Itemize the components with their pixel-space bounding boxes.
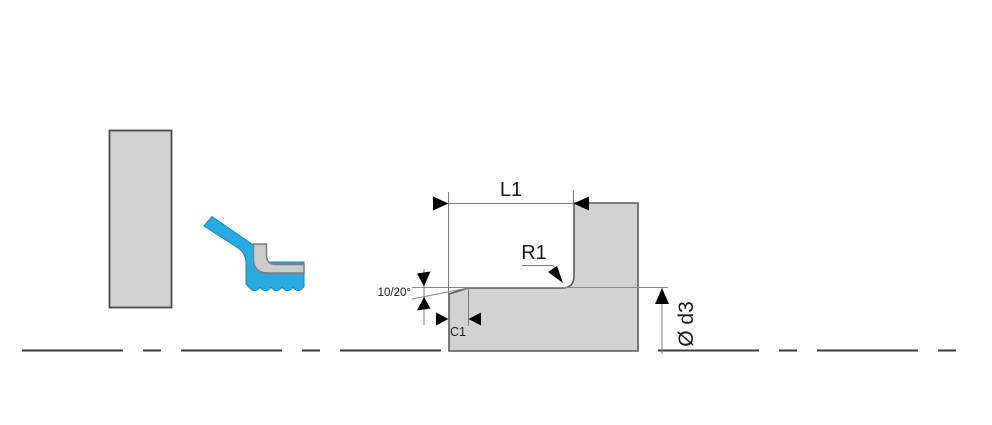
seal-cross-section xyxy=(203,215,305,292)
l1-label: L1 xyxy=(500,179,522,201)
angle-label: 10/20° xyxy=(378,287,411,299)
angle-arrowhead-upper xyxy=(417,271,431,287)
c1-arrowhead-right xyxy=(468,312,481,326)
angle-arrowhead-lower xyxy=(417,297,431,311)
dimension-d3: Ø d3 xyxy=(655,288,698,354)
l1-arrowhead-left xyxy=(433,196,449,211)
seal-metal-insert xyxy=(252,243,305,274)
dimension-angle: 10/20° xyxy=(378,269,469,325)
c1-label: C1 xyxy=(450,325,466,339)
chamfer-extension-line xyxy=(411,287,469,300)
c1-arrowhead-left xyxy=(436,312,449,326)
d3-arrowhead xyxy=(655,288,669,304)
dimension-c1: C1 xyxy=(436,288,481,339)
groove-profile xyxy=(448,202,639,352)
l1-arrowhead-right xyxy=(573,196,589,211)
dimension-r1: R1 xyxy=(521,242,563,283)
housing-block xyxy=(108,129,173,309)
r1-arrowhead xyxy=(548,266,563,283)
r1-leader-line xyxy=(522,265,558,271)
dimension-l1: L1 xyxy=(433,179,589,318)
r1-label: R1 xyxy=(521,242,547,264)
d3-label: Ø d3 xyxy=(675,301,698,347)
